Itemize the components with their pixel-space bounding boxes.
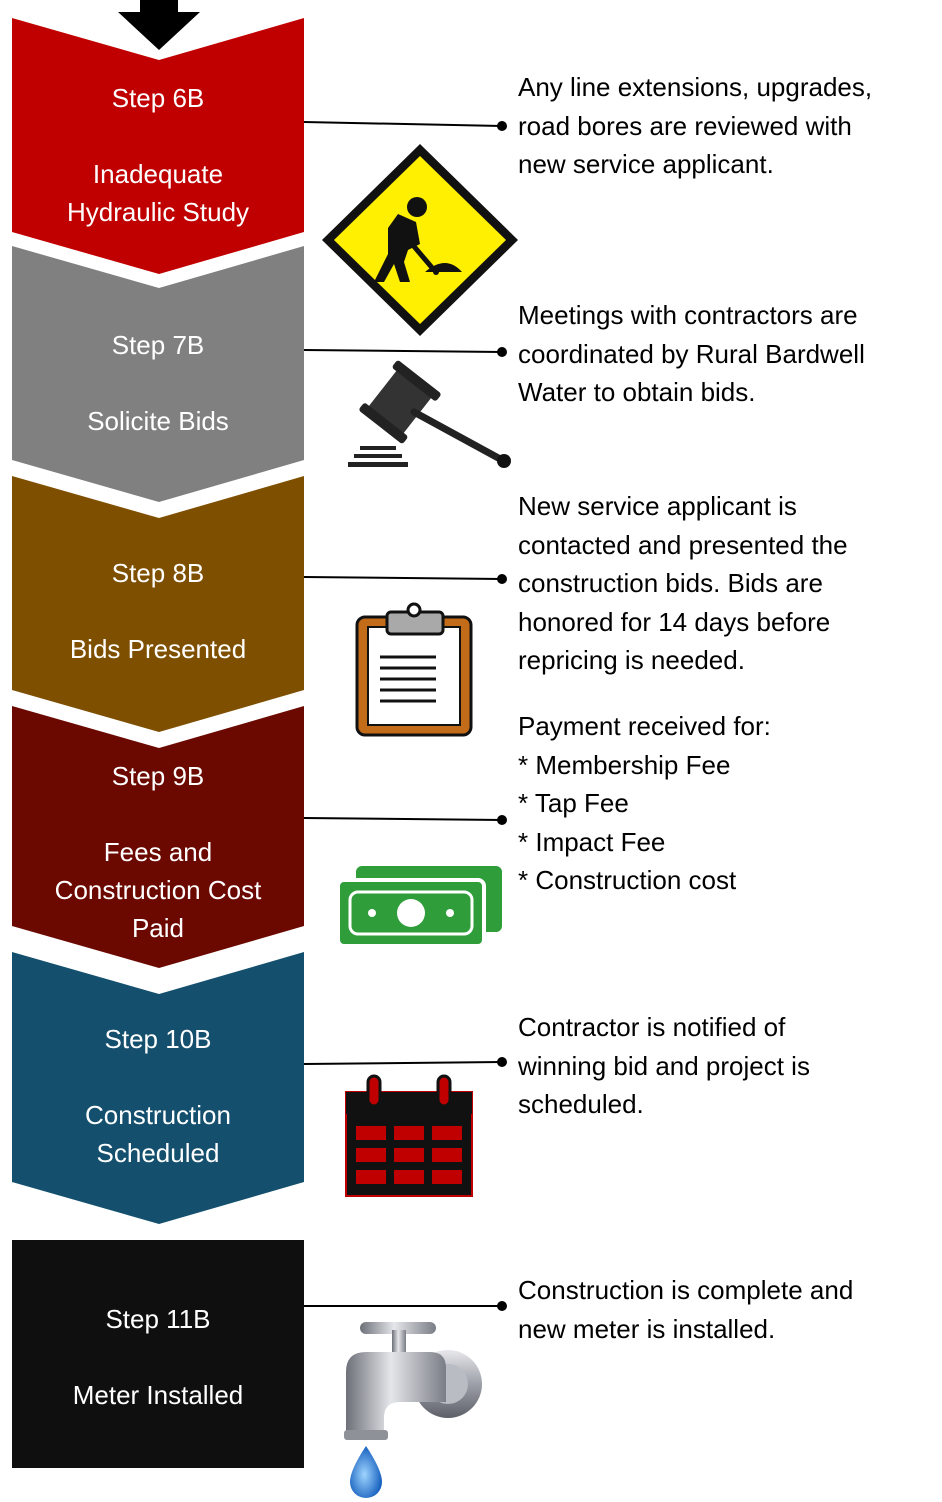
connector-9b [303, 817, 503, 821]
step-10b-description: Contractor is notified of winning bid an… [518, 1012, 810, 1119]
calendar-icon [345, 1074, 473, 1197]
step-8b-description: New service applicant is contacted and p… [518, 491, 848, 675]
step-6b-title: Inadequate Hydraulic Study [66, 159, 250, 227]
step-6b-label: Step 6B [111, 83, 205, 113]
step-10b-title: Construction Scheduled [85, 1100, 231, 1168]
connector-7b [303, 349, 503, 353]
step-10b-chevron [12, 952, 304, 1224]
connector-dot-10b [497, 1057, 507, 1067]
connector-10b [303, 1061, 503, 1065]
step-10b-label: Step 10B [104, 1024, 212, 1054]
connector-dot-8b [497, 574, 507, 584]
connector-dot-11b [497, 1301, 507, 1311]
connector-6b [303, 121, 503, 127]
gavel-icon [348, 360, 511, 468]
step-11b-title: Meter Installed [72, 1380, 244, 1410]
step-9b-title: Fees and Construction Cost Paid [54, 837, 262, 943]
step-7b-chevron [12, 246, 304, 502]
connector-8b [303, 576, 503, 580]
step-8b-label: Step 8B [111, 558, 205, 588]
step-9b-label: Step 9B [111, 761, 205, 791]
step-8b-title: Bids Presented [69, 634, 247, 664]
connector-dot-7b [497, 347, 507, 357]
connector-dot-9b [497, 815, 507, 825]
clipboard-icon [355, 602, 473, 737]
step-11b-box [12, 1240, 304, 1468]
water-faucet-icon [344, 1322, 482, 1498]
money-bills-icon [336, 866, 502, 948]
step-6b-description: Any line extensions, upgrades, road bore… [518, 72, 873, 179]
connectors [303, 121, 503, 1307]
top-arrow-icon [118, 0, 200, 50]
step-8b-chevron [12, 476, 304, 732]
step-6b-chevron [12, 18, 304, 274]
step-9b-description: Payment received for: * Membership Fee *… [518, 711, 771, 895]
step-9b-chevron [12, 706, 304, 968]
step-7b-title: Solicite Bids [87, 406, 229, 436]
construction-worker-sign-icon [322, 144, 518, 336]
connector-dot-6b [497, 121, 507, 131]
step-7b-label: Step 7B [111, 330, 205, 360]
step-11b-description: Construction is complete and new meter i… [518, 1275, 854, 1344]
step-7b-description: Meetings with contractors are coordinate… [518, 300, 865, 407]
step-11b-label: Step 11B [105, 1304, 211, 1334]
